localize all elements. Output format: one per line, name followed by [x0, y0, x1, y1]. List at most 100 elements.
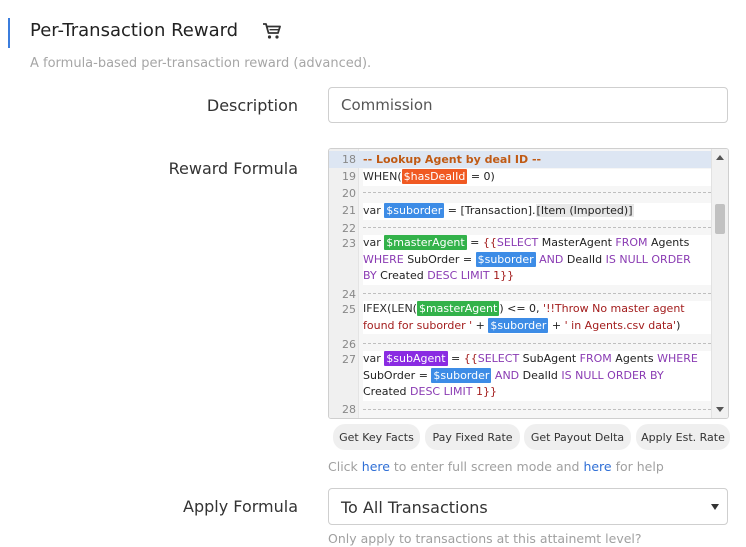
code-text: <= 0,	[503, 302, 544, 315]
code-text: DealId	[563, 252, 606, 266]
description-label: Description	[206, 96, 298, 115]
code-line-27: 27 var $subAgent = {{SELECT SubAgent FRO…	[329, 351, 711, 401]
line-number: 25	[342, 303, 356, 316]
pay-fixed-rate-button[interactable]: Pay Fixed Rate	[425, 424, 520, 450]
code-text: 1}}	[489, 269, 515, 282]
help-link[interactable]: here	[583, 459, 612, 474]
help-suffix: for help	[611, 459, 664, 474]
code-function: LEN	[391, 302, 413, 315]
var-token-hasdealid: $hasDealId	[401, 169, 468, 184]
var-token-subagent: $subAgent	[384, 351, 448, 366]
code-line-19: 19 WHEN($hasDealId = 0)	[329, 168, 711, 186]
sql-keyword: IS NULL	[605, 252, 648, 266]
sql-keyword: ORDER	[603, 368, 647, 382]
apply-formula-selected-value: To All Transactions	[341, 498, 488, 517]
code-punct: (	[412, 302, 417, 315]
code-text: MasterAgent	[538, 236, 616, 249]
var-token-suborder: $suborder	[475, 251, 536, 267]
sql-keyword: IS NULL	[561, 368, 604, 382]
code-text: SubOrder =	[363, 368, 432, 382]
code-text: Created	[363, 385, 411, 398]
code-text: DealId	[519, 368, 562, 382]
code-line-28: 28	[329, 401, 711, 417]
sql-keyword: DESC	[410, 385, 441, 398]
formula-editor[interactable]: 18 -- Lookup Agent by deal ID -- 19 WHEN…	[328, 148, 729, 419]
apply-formula-select[interactable]: To All Transactions	[328, 488, 728, 525]
line-number: 23	[342, 237, 356, 250]
code-string: ' in Agents.csv data'	[564, 318, 677, 332]
apply-formula-label: Apply Formula	[183, 497, 298, 516]
line-number-gutter	[329, 149, 359, 418]
var-token-suborder: $suborder	[384, 203, 445, 218]
sql-keyword: ORDER	[647, 252, 691, 266]
apply-est-rate-button[interactable]: Apply Est. Rate	[636, 424, 730, 450]
code-punct: (	[397, 170, 402, 183]
separator-line	[363, 409, 711, 410]
code-text: +	[548, 318, 565, 332]
sql-keyword: LIMIT	[457, 269, 490, 282]
var-token-suborder: $suborder	[431, 367, 492, 383]
code-line-20: 20	[329, 185, 711, 201]
section-accent-bar	[8, 18, 10, 48]
sql-keyword: WHERE	[363, 252, 404, 266]
code-line-24: 24	[329, 287, 711, 301]
code-function: IFEX	[363, 302, 388, 315]
sql-keyword: BY	[646, 368, 664, 382]
separator-line	[363, 343, 711, 344]
code-text: SubAgent	[519, 352, 580, 365]
code-text: Created	[376, 269, 428, 282]
sql-keyword: AND	[535, 252, 564, 266]
line-number: 18	[342, 153, 356, 166]
code-string: '!!Throw No master agent found for subor…	[363, 302, 685, 332]
code-line-26: 26	[329, 337, 711, 351]
line-number: 28	[342, 403, 356, 416]
scroll-thumb[interactable]	[715, 204, 725, 234]
code-line-22: 22	[329, 221, 711, 235]
code-text: =	[447, 352, 464, 365]
description-input[interactable]	[328, 87, 728, 123]
line-number: 26	[342, 338, 356, 351]
sql-keyword: SELECT	[477, 352, 520, 365]
code-text: Agents	[611, 352, 658, 365]
code-line-23: 23 var $masterAgent = {{SELECT MasterAge…	[329, 235, 711, 287]
code-keyword: WHEN	[363, 170, 398, 183]
code-line-18: 18 -- Lookup Agent by deal ID --	[329, 151, 711, 168]
get-payout-delta-button[interactable]: Get Payout Delta	[524, 424, 631, 450]
chevron-down-icon	[711, 504, 719, 510]
code-comment: -- Lookup Agent by deal ID --	[363, 153, 542, 166]
code-line-21: 21 var $suborder = [Transaction].[Item (…	[329, 201, 711, 221]
scroll-up-icon[interactable]	[716, 155, 724, 160]
code-punct: {{	[463, 352, 478, 365]
line-number: 19	[342, 170, 356, 183]
code-line-25: 25 IFEX(LEN($masterAgent) <= 0, '!!Throw…	[329, 301, 711, 337]
code-text: = 0)	[467, 170, 495, 183]
var-token-suborder: $suborder	[488, 317, 549, 333]
code-keyword: var	[363, 352, 381, 365]
separator-line	[363, 227, 711, 228]
code-text: SubOrder =	[403, 252, 476, 266]
sql-keyword: WHERE	[657, 352, 698, 365]
sql-keyword: FROM	[579, 352, 612, 365]
var-token-masteragent: $masterAgent	[384, 235, 467, 250]
code-punct: )	[499, 302, 504, 315]
editor-scrollbar[interactable]	[711, 149, 728, 418]
line-number: 24	[342, 288, 356, 301]
line-number: 20	[342, 187, 356, 200]
section-title: Per-Transaction Reward	[30, 20, 239, 41]
code-text: =	[466, 236, 483, 249]
code-punct: (	[387, 302, 392, 315]
code-text: =	[444, 204, 461, 217]
sql-keyword: AND	[491, 368, 520, 382]
help-prefix: Click	[328, 459, 362, 474]
code-field-chip: [Item (Imported)]	[535, 204, 634, 217]
sql-keyword: SELECT	[496, 236, 539, 249]
separator-line	[363, 192, 711, 193]
get-key-facts-button[interactable]: Get Key Facts	[333, 424, 420, 450]
sql-keyword: DESC	[427, 269, 458, 282]
reward-formula-label: Reward Formula	[168, 159, 298, 178]
fullscreen-link[interactable]: here	[361, 459, 390, 474]
cart-icon	[263, 23, 281, 39]
code-punct: .	[532, 204, 536, 217]
scroll-down-icon[interactable]	[716, 407, 724, 412]
code-keyword: var	[363, 204, 381, 217]
